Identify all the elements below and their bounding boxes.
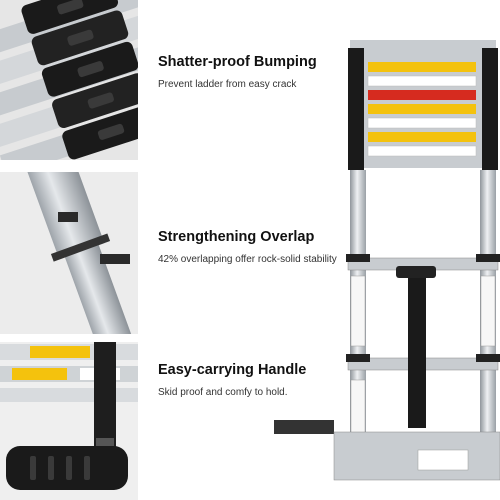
bumping-closeup-photo — [0, 0, 138, 160]
telescopic-ladder-photo — [268, 40, 500, 500]
overlap-closeup-photo — [0, 172, 138, 334]
feature-description: Skid proof and comfy to hold. — [158, 387, 288, 398]
feature-title: Easy-carrying Handle — [158, 362, 307, 378]
feature-description: 42% overlapping offer rock-solid stabili… — [158, 254, 337, 265]
feature-description: Prevent ladder from easy crack — [158, 79, 297, 90]
feature-handle: Easy-carrying Handle Skid proof and comf… — [158, 362, 348, 401]
feature-overlap: Strengthening Overlap 42% overlapping of… — [158, 229, 348, 268]
handle-closeup-photo — [0, 342, 138, 500]
feature-title: Shatter-proof Bumping — [158, 54, 317, 70]
feature-title: Strengthening Overlap — [158, 229, 315, 245]
feature-bumping: Shatter-proof Bumping Prevent ladder fro… — [158, 54, 348, 93]
